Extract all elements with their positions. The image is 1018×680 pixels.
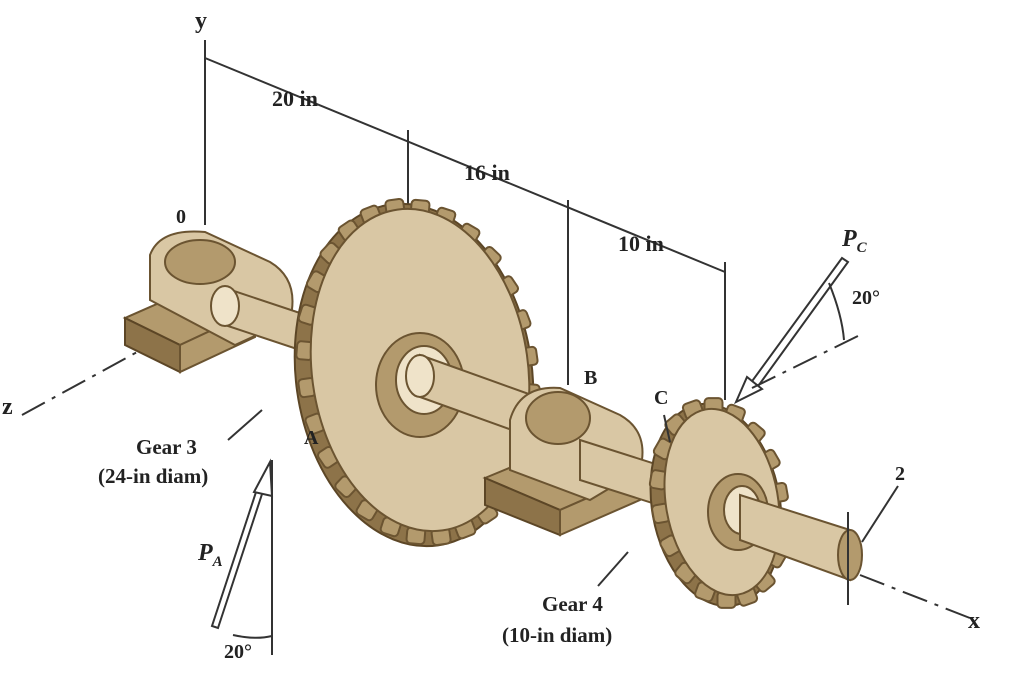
leader-gear-3 — [227, 409, 263, 441]
z-axis-label: z — [2, 394, 13, 420]
shaft-segment-1 — [210, 285, 316, 357]
gear-4-diameter: (10-in diam) — [502, 623, 612, 647]
point-2-label: 2 — [895, 463, 905, 485]
dim-label-1: 20 in — [272, 86, 318, 111]
point-b-label: B — [584, 367, 597, 389]
force-a-label: PA — [197, 540, 223, 570]
x-axis-line — [859, 574, 976, 621]
angle-arc-a — [232, 634, 273, 639]
point-a-label: A — [304, 427, 319, 449]
gear-4 — [648, 397, 792, 609]
angle-a-label: 20° — [224, 641, 252, 663]
leader-gear-4 — [597, 551, 629, 587]
z-axis-line — [21, 344, 151, 416]
shaft-end — [739, 493, 863, 582]
force-arrow-pa — [210, 458, 274, 630]
gear-3-name: Gear 3 — [136, 435, 197, 459]
point-c-label: C — [654, 387, 668, 409]
angle-c-label: 20° — [852, 287, 880, 309]
origin-label: 0 — [176, 206, 186, 228]
leader-c — [663, 414, 671, 443]
bearing-b — [482, 386, 644, 537]
gear-4-name: Gear 4 — [542, 592, 603, 616]
leader-2 — [861, 485, 899, 543]
force-c-label: PC — [841, 226, 868, 256]
dim-label-2: 16 in — [464, 160, 510, 185]
dimension-line — [204, 57, 726, 273]
angle-arc-c — [828, 282, 845, 341]
y-axis-label: y — [195, 8, 207, 34]
pc-ref-line — [751, 334, 861, 389]
gear-3-diameter: (24-in diam) — [98, 464, 208, 488]
x-axis-label: x — [968, 608, 980, 634]
dim-label-3: 10 in — [618, 231, 664, 256]
force-arrow-pc — [733, 256, 850, 405]
